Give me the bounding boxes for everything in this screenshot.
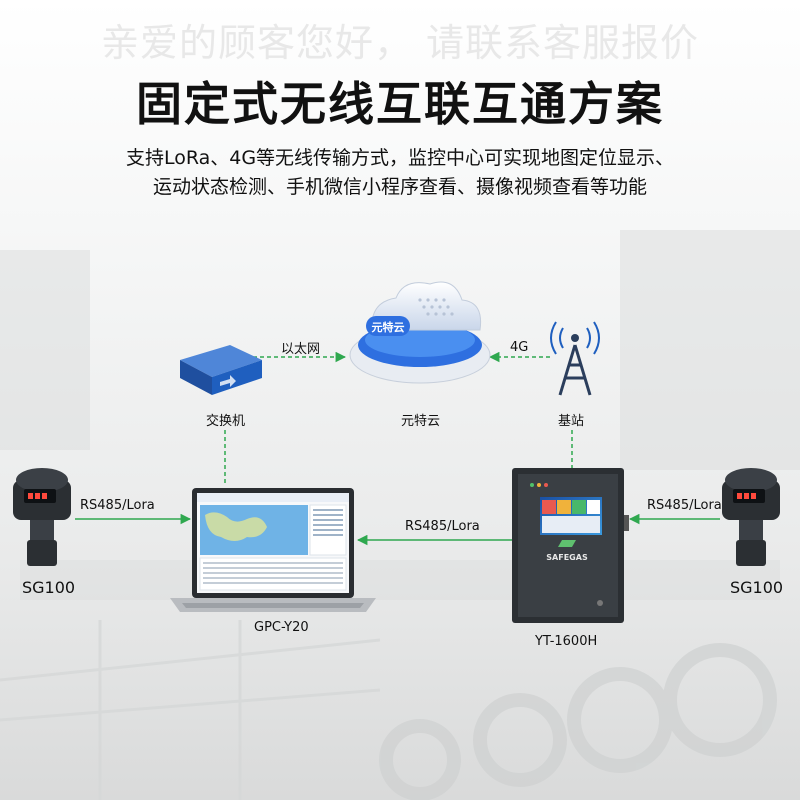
description-line-2: 运动状态检测、手机微信小程序查看、摄像视频查看等功能	[152, 176, 647, 198]
cell-tower-icon	[550, 321, 600, 396]
description-line-1: 支持LoRa、4G等无线传输方式，监控中心可实现地图定位显示、	[125, 147, 675, 169]
cloud-badge: 元特云	[372, 320, 405, 334]
controller-cabinet-icon: SAFEGAS	[512, 468, 629, 623]
switch-icon	[180, 345, 262, 395]
gas-sensor-left-icon	[13, 468, 71, 566]
laptop-label: GPC-Y20	[254, 620, 309, 635]
watermark-text: 亲爱的顾客您好， 请联系客服报价	[100, 21, 700, 65]
tower-label: 基站	[558, 414, 585, 429]
sensor-left-label: SG100	[22, 578, 76, 597]
sensor-right-label: SG100	[730, 578, 784, 597]
controller-label: YT-1600H	[535, 634, 598, 649]
switch-label: 交换机	[206, 414, 246, 429]
link-label-4g: 4G	[510, 340, 529, 355]
link-label-center-rs485: RS485/Lora	[405, 519, 480, 534]
controller-brand: SAFEGAS	[546, 553, 588, 562]
laptop-icon	[170, 488, 376, 612]
cloud-label: 元特云	[401, 414, 441, 429]
link-label-ethernet: 以太网	[281, 342, 321, 357]
page-title: 固定式无线互联互通方案	[136, 77, 664, 131]
cloud-platform-icon: 元特云	[349, 281, 491, 384]
link-label-left-rs485: RS485/Lora	[80, 498, 155, 513]
link-label-right-rs485: RS485/Lora	[647, 498, 722, 513]
gas-sensor-right-icon	[722, 468, 780, 566]
